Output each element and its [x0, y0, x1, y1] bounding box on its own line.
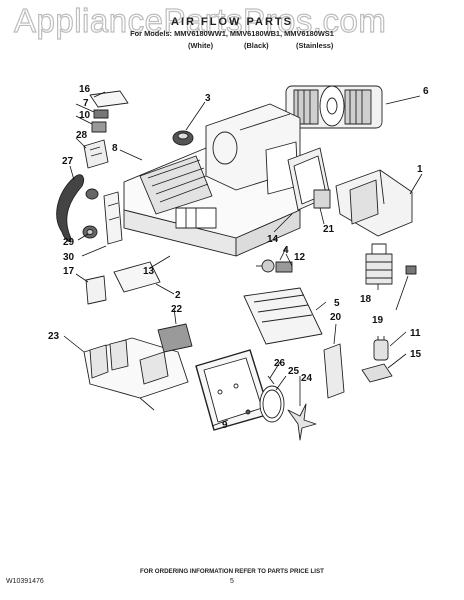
document-number: W10391476: [6, 578, 44, 585]
callout-14: 14: [267, 234, 279, 245]
callout-7: 7: [83, 98, 89, 109]
part-cover-plate: [85, 275, 107, 305]
callout-25: 25: [288, 366, 300, 377]
part-small-bracket: [91, 121, 107, 133]
part-damper-plate: [103, 191, 123, 245]
part-connector: [405, 265, 417, 275]
callout-15: 15: [410, 349, 422, 360]
part-drive-belt: [56, 174, 85, 242]
part-small-filter: [313, 189, 331, 209]
leader-lines: [63, 91, 423, 427]
part-gasket-ring: [259, 385, 285, 423]
watermark-text: AppliancePartsPros.com: [13, 1, 387, 39]
callout-27: 27: [62, 156, 74, 167]
model-list: For Models: MMV6180WW1, MMV6180WB1, MMV6…: [130, 29, 334, 38]
variant-black: (Black): [244, 41, 269, 50]
part-capacitor: [373, 336, 389, 361]
callout-22: 22: [171, 304, 183, 315]
callout-29: 29: [63, 237, 75, 248]
page-number: 5: [230, 578, 234, 585]
callout-21: 21: [323, 224, 335, 235]
variant-stainless: (Stainless): [296, 41, 334, 50]
ordering-note: FOR ORDERING INFORMATION REFER TO PARTS …: [140, 568, 324, 575]
callout-24: 24: [301, 373, 313, 384]
part-panel: [113, 261, 161, 293]
part-clip: [93, 109, 109, 119]
callout-4: 4: [283, 245, 289, 256]
callout-17: 17: [63, 266, 75, 277]
callout-13: 13: [143, 266, 155, 277]
part-label: [89, 90, 129, 108]
part-pad: [157, 323, 193, 353]
callout-20: 20: [330, 312, 342, 323]
part-door-frame: [195, 349, 271, 431]
part-shield-plate: [243, 287, 323, 345]
part-chassis-base: [83, 337, 189, 411]
callout-18: 18: [360, 294, 372, 305]
callout-12: 12: [294, 252, 306, 263]
variant-white: (White): [188, 41, 214, 50]
part-transformer: [365, 243, 393, 285]
callout-5: 5: [334, 298, 340, 309]
callout-11: 11: [410, 328, 421, 339]
callout-19: 19: [372, 315, 384, 326]
part-mount-bracket: [83, 139, 109, 169]
callout-10: 10: [79, 110, 91, 121]
callout-28: 28: [76, 130, 88, 141]
part-blower-assembly: [285, 85, 383, 129]
callout-23: 23: [48, 331, 60, 342]
part-exhaust-duct: [335, 169, 413, 237]
part-coupler: [172, 130, 194, 146]
part-screw: [245, 375, 275, 415]
callout-6: 6: [423, 86, 429, 97]
part-fan-blade: [287, 403, 317, 441]
callout-30: 30: [63, 252, 75, 263]
part-upper-frame: [205, 103, 301, 195]
callout-1: 1: [417, 164, 423, 175]
part-pulley: [82, 188, 99, 239]
part-strap: [361, 363, 393, 383]
part-lamp-socket: [256, 259, 293, 273]
part-tall-bracket: [323, 343, 345, 399]
callout-9: 9: [222, 420, 228, 431]
callout-3: 3: [205, 93, 211, 104]
diagram-title: AIR FLOW PARTS: [171, 16, 293, 28]
callout-26: 26: [274, 358, 286, 369]
callout-2: 2: [175, 290, 181, 301]
callout-16: 16: [79, 84, 91, 95]
callout-8: 8: [112, 143, 118, 154]
